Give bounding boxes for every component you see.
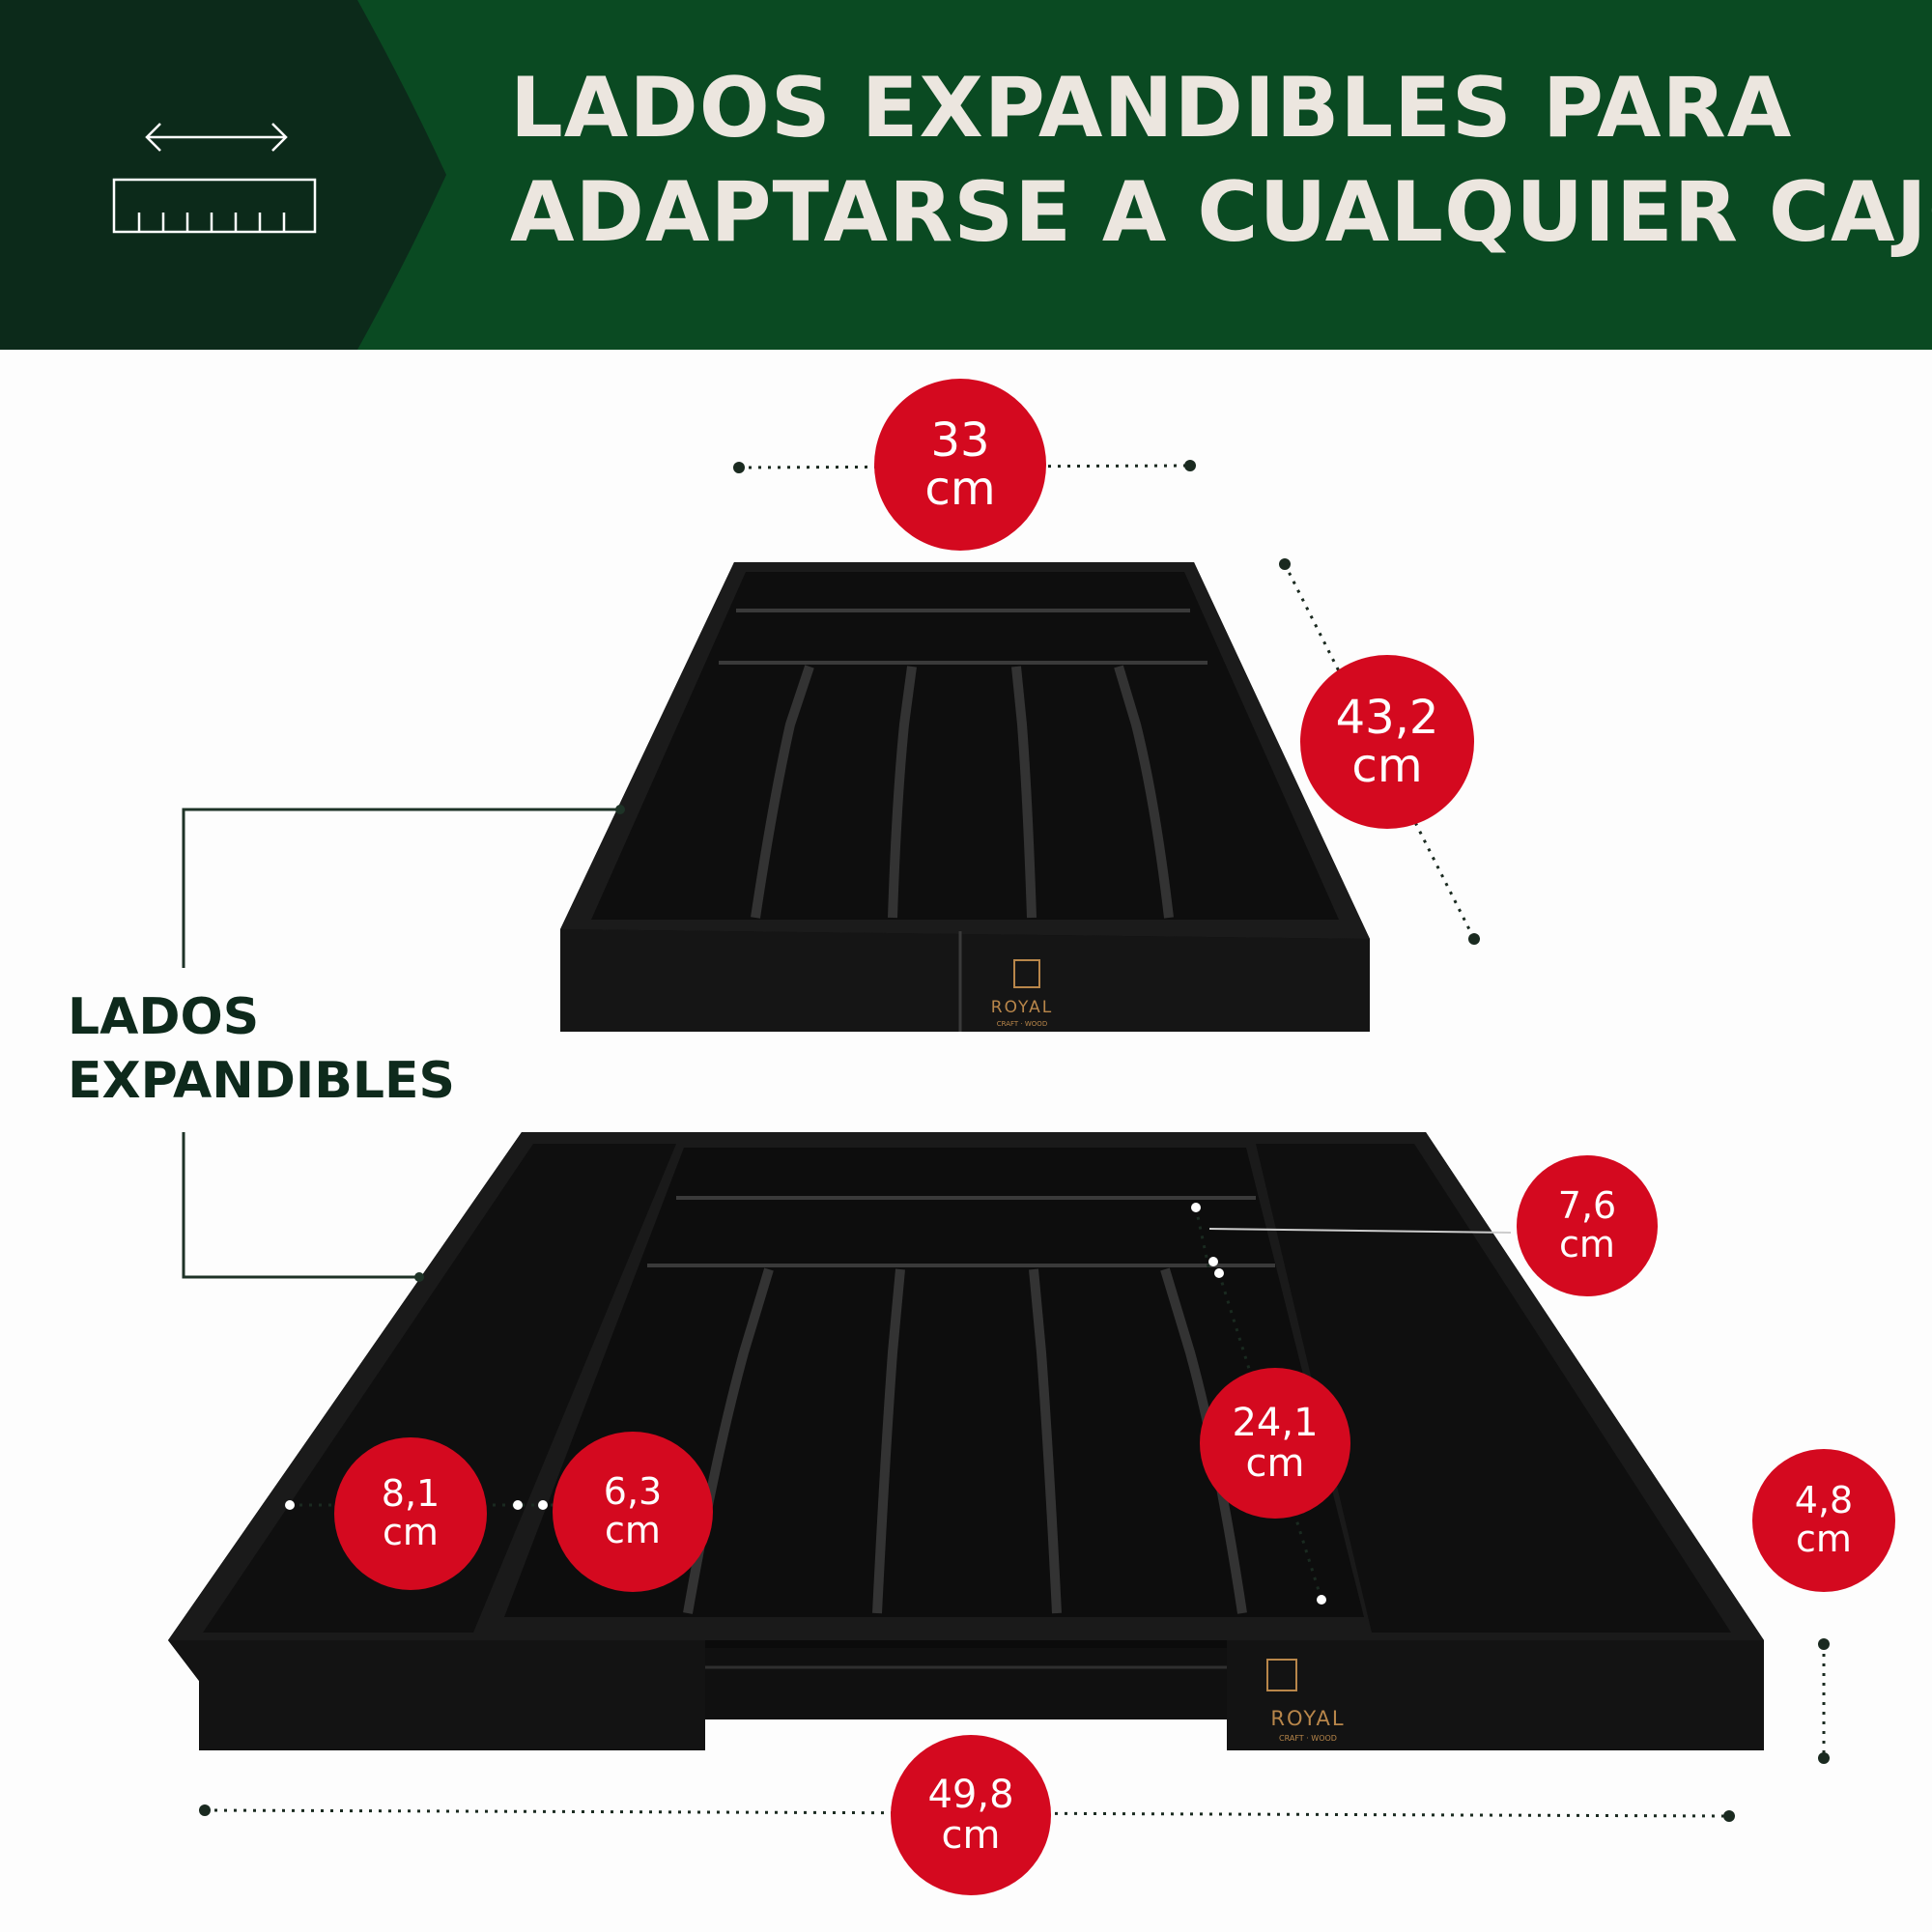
- dimension-endpoints: [199, 460, 1830, 1822]
- ruler-expand-icon: [112, 123, 317, 234]
- badge-top-slot: 7,6 cm: [1517, 1155, 1658, 1296]
- brand-sub-top: CRAFT · WOOD: [997, 1020, 1047, 1028]
- header-banner: LADOS EXPANDIBLES PARA ADAPTARSE A CUALQ…: [0, 0, 1932, 350]
- side-label-line-1: LADOS: [68, 988, 260, 1046]
- brand-logo-bottom: ROYAL: [1270, 1707, 1345, 1730]
- side-label-line-2: EXPANDIBLES: [68, 1052, 455, 1110]
- badge-long-slot: 24,1 cm: [1200, 1368, 1350, 1519]
- expandable-sides-label: LADOS EXPANDIBLES: [68, 985, 455, 1113]
- title-line-1: LADOS EXPANDIBLES PARA: [510, 60, 1793, 156]
- badge-height: 4,8 cm: [1752, 1449, 1895, 1592]
- badge-depth: 43,2 cm: [1300, 655, 1474, 829]
- page-title: LADOS EXPANDIBLES PARA ADAPTARSE A CUALQ…: [510, 56, 1932, 265]
- title-line-2: ADAPTARSE A CUALQUIER CAJÓN: [510, 164, 1932, 261]
- badge-utensil-slot: 6,3 cm: [553, 1432, 713, 1592]
- closed-tray: [560, 562, 1370, 1032]
- badge-width-closed: 33 cm: [874, 379, 1046, 551]
- dimension-endpoints-light: [285, 1203, 1326, 1605]
- brand-logo-top: ROYAL: [991, 998, 1053, 1017]
- banner-left-panel: [0, 0, 446, 350]
- dimension-lines: [204, 464, 1826, 1818]
- badge-width-open: 49,8 cm: [891, 1735, 1051, 1895]
- brand-sub-bottom: CRAFT · WOOD: [1279, 1734, 1337, 1743]
- badge-side-slot: 8,1 cm: [334, 1437, 487, 1590]
- side-label-bracket: [182, 808, 620, 1279]
